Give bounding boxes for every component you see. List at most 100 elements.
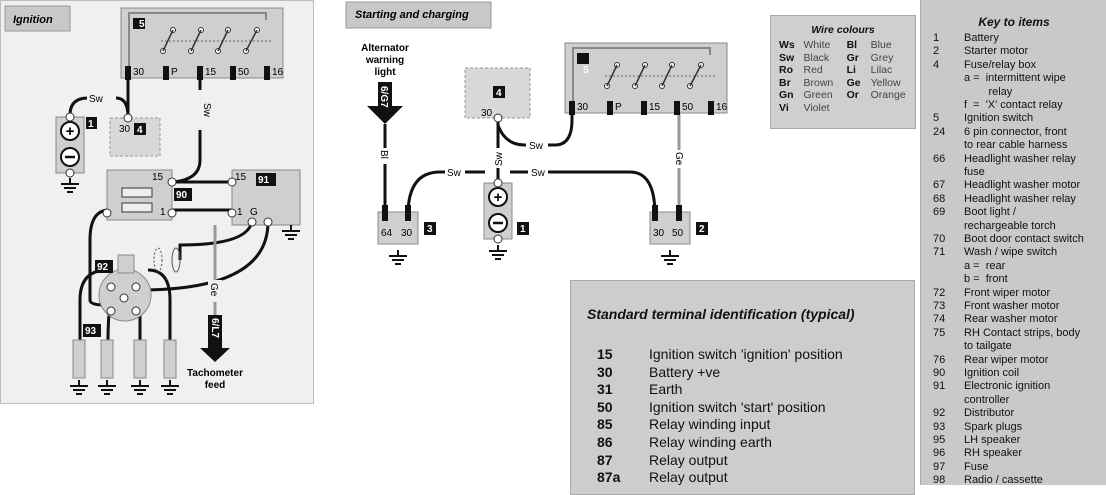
terminal-label: 15: [152, 172, 164, 183]
wire-code: Or: [846, 89, 859, 101]
terminal-label: 30: [653, 228, 665, 239]
key-item-description: Radio / cassette: [964, 474, 1043, 487]
key-item-description: controller: [964, 393, 1010, 406]
terminal-label: 30: [133, 67, 145, 78]
key-item-description: f = 'X' contact relay: [964, 99, 1063, 111]
key-item-description: a = intermittent wipe: [964, 72, 1066, 85]
wire-code: Br: [779, 76, 791, 89]
wire-colour: Green: [803, 89, 833, 101]
key-item-description: Boot light /: [964, 206, 1016, 219]
key-item-number: 66: [933, 152, 946, 165]
key-item-number: 4: [933, 58, 940, 71]
wire-colour: Violet: [803, 101, 830, 114]
key-item-description: Spark plugs: [964, 420, 1023, 433]
key-item-description: Ignition coil: [964, 367, 1020, 379]
arrow-alternator: [367, 82, 403, 124]
terminal-label: 50: [672, 228, 684, 239]
terminal-label: 30: [577, 102, 589, 113]
key-title: Key to items: [978, 15, 1050, 29]
terminal-label: 30: [481, 108, 493, 119]
key-item-description: Ignition switch: [964, 112, 1034, 125]
key-item-number: 91: [933, 380, 946, 393]
terminal-label: 50: [682, 102, 694, 113]
wire-colour: Blue: [870, 39, 892, 51]
item-number: 90: [176, 190, 188, 201]
item-number: 3: [427, 224, 433, 235]
wire-code: Sw: [779, 51, 795, 64]
key-item-number: 73: [933, 300, 946, 312]
key-item-number: 93: [933, 420, 946, 433]
spark-plugs: [69, 339, 180, 395]
key-item-number: 68: [933, 192, 946, 205]
key-item-description: a = rear: [964, 259, 1006, 272]
tachometer-label: Tachometer: [187, 368, 243, 379]
key-item-description: Rear wiper motor: [964, 353, 1049, 366]
wire-label: Sw: [201, 103, 212, 118]
item-number: 5: [139, 19, 145, 30]
terminal-label: 16: [272, 67, 284, 78]
arrow-tachometer: [200, 315, 230, 362]
key-item-number: 24: [933, 125, 946, 138]
wire-label: Ge: [673, 152, 684, 166]
key-item-description: Battery: [964, 32, 999, 44]
key-item-number: 71: [933, 246, 946, 259]
ignition-switch: [120, 7, 284, 81]
key-item-number: 2: [933, 45, 940, 58]
alternator-warning-label: warning: [365, 55, 404, 66]
key-item-description: Starter motor: [964, 45, 1029, 58]
key-item-number: 70: [933, 233, 946, 245]
terminal-code: 87: [597, 451, 613, 468]
item-number: 5: [583, 65, 589, 76]
item-number: 1: [520, 224, 526, 235]
wire-code: Bl: [846, 39, 858, 51]
battery: [482, 177, 514, 245]
starting-title-box: [345, 1, 492, 29]
terminal-code: 50: [597, 398, 613, 415]
wire-label: Ge: [208, 283, 219, 297]
key-item-description: Front washer motor: [964, 300, 1060, 312]
ignition-title: Ignition: [13, 14, 53, 26]
key-item-description: RH Contact strips, body: [964, 326, 1081, 339]
arrow-reference: 6/G7: [378, 86, 389, 108]
key-item-number: 74: [933, 313, 946, 326]
terminal-label: 50: [238, 67, 250, 78]
key-item-number: 5: [933, 112, 940, 125]
key-item-description: Electronic ignition: [964, 380, 1051, 393]
alternator-warning-label: Alternator: [361, 43, 409, 54]
wire-label: Sw: [89, 94, 104, 105]
item-number: 1: [88, 119, 94, 130]
terminal-label: 15: [235, 172, 247, 183]
item-number: 92: [97, 262, 109, 273]
wire-label: Sw: [447, 168, 462, 179]
terminal-description: Ignition switch 'start' position: [649, 398, 826, 415]
terminal-code: 87a: [597, 469, 621, 486]
terminal-label: P: [615, 102, 622, 113]
wire-code: Ge: [846, 76, 861, 89]
terminal-label: 16: [716, 102, 728, 113]
terminal-description: Relay winding input: [649, 416, 771, 433]
wire-colour: Orange: [870, 89, 906, 101]
key-item-description: to rear cable harness: [964, 139, 1068, 152]
terminal-code: 15: [597, 346, 613, 362]
wire-colour: Lilac: [870, 64, 893, 76]
wire-colour: Yellow: [870, 76, 901, 89]
key-item-description: to tailgate: [964, 340, 1012, 353]
key-item-description: 6 pin connector, front: [964, 125, 1067, 138]
key-item-description: Rear washer motor: [964, 313, 1058, 326]
terminal-label: 15: [205, 67, 217, 78]
starting-title: Starting and charging: [355, 9, 469, 21]
wire-code: Ro: [779, 64, 793, 76]
key-item-description: Headlight washer motor: [964, 179, 1081, 192]
wire-label: Sw: [531, 168, 546, 179]
terminal-label: 30: [401, 228, 413, 239]
wire-code: Vi: [779, 101, 789, 114]
terminal-label: P: [171, 67, 178, 78]
key-item-description: Wash / wipe switch: [964, 246, 1058, 259]
wire-colour: Brown: [803, 76, 834, 89]
key-item-number: 98: [933, 474, 946, 487]
key-item-description: RH speaker: [964, 447, 1023, 460]
terminal-code: 31: [597, 381, 613, 398]
wire-code: Li: [846, 64, 856, 76]
